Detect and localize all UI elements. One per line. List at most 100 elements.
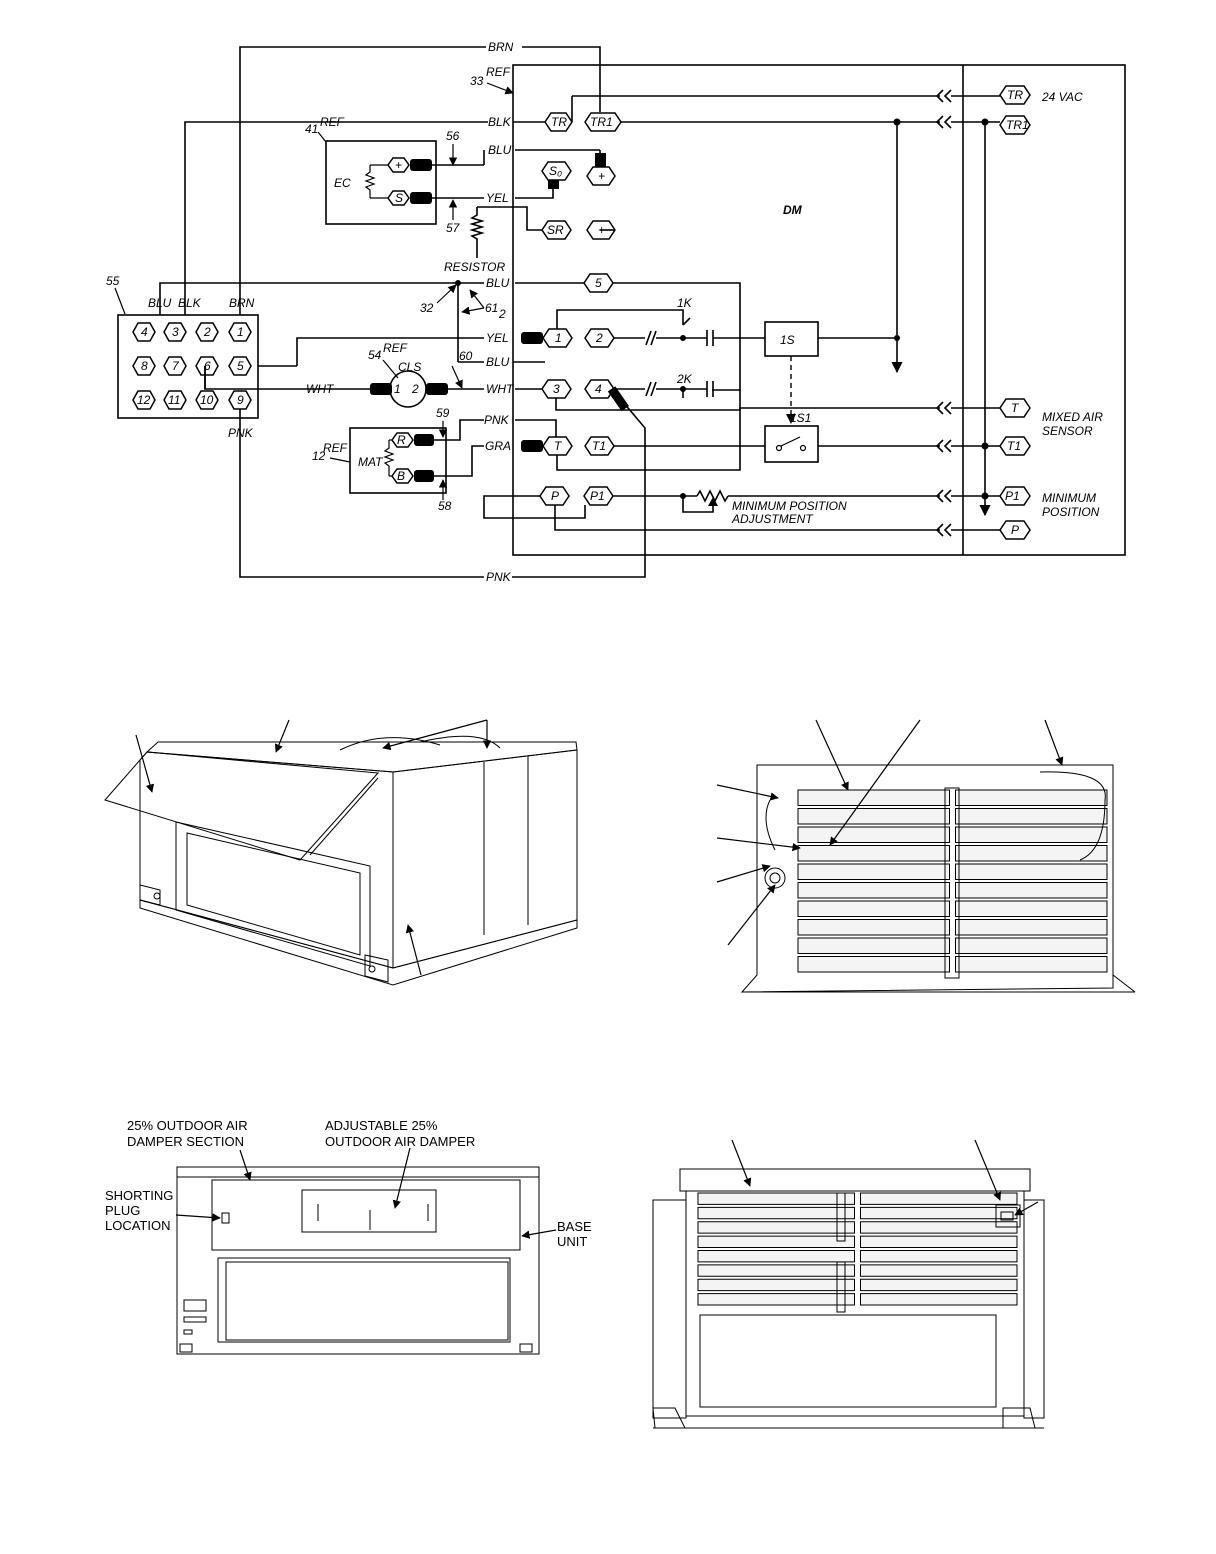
dm-term-4: 4 xyxy=(595,382,602,396)
dm-term-t: T xyxy=(554,439,563,453)
mat-term-r: R xyxy=(397,433,406,447)
damper-louver xyxy=(797,808,950,825)
plug-terminal-label: 4 xyxy=(141,325,148,339)
num-55: 55 xyxy=(106,274,120,288)
sensor-label: SENSOR xyxy=(1042,424,1093,438)
plug-label-2: PLUG xyxy=(105,1203,140,1218)
wire-brn-label: BRN xyxy=(488,40,514,54)
damper-louver xyxy=(955,863,1108,880)
mat-label: MAT xyxy=(358,455,384,469)
damper-louver xyxy=(697,1278,855,1292)
num-56: 56 xyxy=(446,129,460,143)
damper-louver xyxy=(860,1264,1018,1277)
dm-term-p: P xyxy=(551,489,559,503)
ref-41: 41 xyxy=(305,122,318,136)
damper-louver xyxy=(697,1250,855,1263)
dm-label: DM xyxy=(783,203,803,217)
economizer-front-drawing xyxy=(652,1139,1045,1429)
wire-pnk-mat: PNK xyxy=(484,413,510,427)
min-pos-adj-1: MINIMUM POSITION xyxy=(732,499,847,513)
base-label-1: BASE xyxy=(557,1219,592,1234)
ref-word-33: REF xyxy=(486,65,511,79)
damper-louver xyxy=(955,845,1108,862)
damper-louver xyxy=(697,1264,855,1277)
section-label-2: DAMPER SECTION xyxy=(127,1134,244,1149)
damper-louver xyxy=(955,882,1108,899)
panel-term-tr: TR xyxy=(1007,88,1023,102)
cls-label: CLS xyxy=(398,360,421,374)
damper-louver xyxy=(797,937,950,954)
num-58: 58 xyxy=(438,499,452,513)
plug-terminal-label: 1 xyxy=(237,325,244,339)
ref-word-54: REF xyxy=(383,341,408,355)
damper-louver xyxy=(797,789,950,806)
damper-louver xyxy=(955,808,1108,825)
ref-word-41: REF xyxy=(320,115,345,129)
cls-term-1: 1 xyxy=(394,382,401,396)
plug-terminal xyxy=(163,322,187,342)
damper-label-2: OUTDOOR AIR DAMPER xyxy=(325,1134,475,1149)
plug-terminal-label: 9 xyxy=(237,393,244,407)
plug-terminal xyxy=(228,390,252,410)
mat-box xyxy=(349,427,447,494)
panel-term-p: P xyxy=(1011,523,1019,537)
num-61-sub: 2 xyxy=(498,307,506,321)
damper-louver xyxy=(797,863,950,880)
damper-louver xyxy=(697,1206,855,1220)
plug-terminal xyxy=(228,356,252,376)
ref-12: 12 xyxy=(312,449,326,463)
plug-terminal xyxy=(132,390,156,410)
wire-yel-2: YEL xyxy=(486,331,509,345)
damper-louver xyxy=(955,937,1108,954)
plug-terminal-label: 8 xyxy=(141,359,148,373)
plug-terminal-label: 2 xyxy=(203,325,211,339)
switch-1s1-box xyxy=(764,425,819,463)
wire-wht-2: WHT xyxy=(486,382,515,396)
resistor-label: RESISTOR xyxy=(444,260,505,274)
panel-term-t: T xyxy=(1011,401,1020,415)
vac-label: 24 VAC xyxy=(1041,90,1083,104)
damper-louver xyxy=(697,1293,855,1306)
dm-term-so: S₀ xyxy=(549,164,562,178)
unit-isometric-drawing xyxy=(104,719,578,986)
damper-louver xyxy=(955,900,1108,917)
plug-blk: BLK xyxy=(178,296,202,310)
position-label: POSITION xyxy=(1042,505,1100,519)
wire-blu-2: BLU xyxy=(486,276,510,290)
base-label-2: UNIT xyxy=(557,1234,587,1249)
dm-term-plus-1: + xyxy=(598,169,605,183)
wire-blk-label: BLK xyxy=(488,115,512,129)
wire-gra: GRA xyxy=(485,439,511,453)
wire-blu-1: BLU xyxy=(488,143,512,157)
plug-terminal xyxy=(195,390,219,410)
damper-louver xyxy=(797,956,950,973)
damper-louver xyxy=(797,882,950,899)
damper-louver xyxy=(860,1221,1018,1234)
plug-terminal-label: 7 xyxy=(172,359,180,373)
relay-2k: 2K xyxy=(676,372,693,386)
plug-brn: BRN xyxy=(229,296,255,310)
outdoor-air-section-drawing xyxy=(175,1147,557,1355)
damper-louver xyxy=(955,956,1108,973)
damper-louver xyxy=(797,919,950,936)
plug-terminal-label: 5 xyxy=(237,359,244,373)
damper-louver xyxy=(860,1250,1018,1263)
cls-term-2: 2 xyxy=(411,382,419,396)
dm-term-2: 2 xyxy=(595,331,603,345)
plug-label-3: LOCATION xyxy=(105,1218,171,1233)
damper-louver xyxy=(860,1235,1018,1248)
num-61: 61 xyxy=(485,301,498,315)
switch-1s1-label: 1S1 xyxy=(790,411,811,425)
plug-terminal xyxy=(163,390,187,410)
num-57: 57 xyxy=(446,221,461,235)
ref-54: 54 xyxy=(368,348,382,362)
wire-yel-1: YEL xyxy=(486,191,509,205)
damper-louver xyxy=(697,1235,855,1248)
plug-terminal-label: 12 xyxy=(137,393,151,407)
damper-louver xyxy=(797,900,950,917)
min-pos-adj-2: ADJUSTMENT xyxy=(731,512,814,526)
dm-term-t1: T1 xyxy=(592,439,606,453)
dm-module-box xyxy=(512,64,1126,556)
damper-label-1: ADJUSTABLE 25% xyxy=(325,1118,438,1133)
